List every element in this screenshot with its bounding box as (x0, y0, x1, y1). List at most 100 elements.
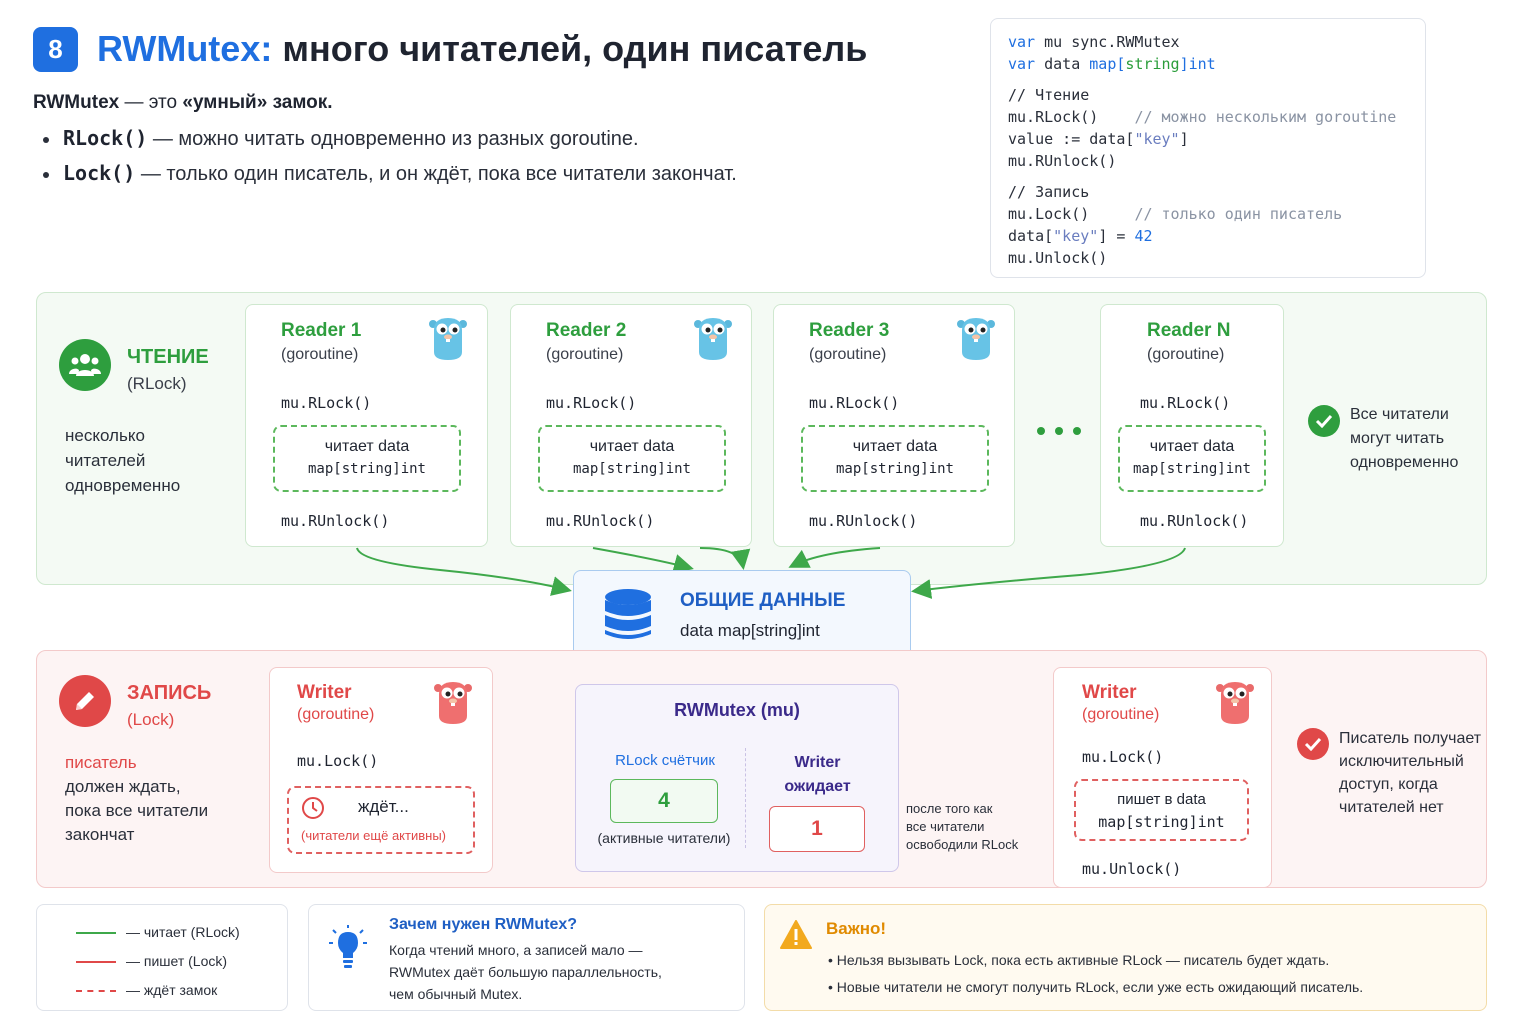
reader-runlock-call: mu.RUnlock() (546, 512, 655, 530)
reading-title: ЧТЕНИЕ (127, 346, 209, 368)
legend: — читает (RLock) — пишет (Lock) — ждёт з… (76, 918, 240, 1005)
title-accent: RWMutex: (97, 28, 273, 69)
reader-read-box: читает data map[string]int (273, 425, 461, 492)
read-op-line2: map[string]int (307, 461, 426, 477)
reader-rlock-call: mu.RLock() (1140, 394, 1231, 412)
read-op-line1: читает data (852, 438, 938, 455)
bullet-lock: Lock() — только один писатель, и он ждёт… (43, 161, 737, 186)
writer-subtitle: (goroutine) (297, 706, 375, 723)
reader-subtitle: (goroutine) (809, 346, 887, 363)
rlock-counter-subtitle: (активные читатели) (597, 830, 731, 846)
clock-icon (301, 796, 325, 825)
rlock-counter-label: RLock счётчик (615, 752, 715, 769)
why-text: Когда чтений много, а записей мало — RWM… (389, 942, 662, 1002)
intro-text: RWMutex — это «умный» замок. (33, 92, 333, 114)
reader-title: Reader 2 (546, 320, 627, 341)
reader-title: Reader N (1147, 320, 1231, 341)
reading-subtitle: (RLock) (127, 374, 187, 393)
writer-title: Writer (297, 682, 352, 703)
reader-read-box: читает data map[string]int (801, 425, 989, 492)
writing-description: писатель должен ждать, пока все читатели… (65, 753, 209, 844)
pencil-icon (59, 675, 111, 727)
gopher-icon (432, 678, 474, 731)
read-op-line1: читает data (324, 438, 410, 455)
writer-waiting-box (287, 786, 475, 854)
bullet-keyword: Lock() (63, 161, 136, 185)
users-icon (59, 339, 111, 391)
database-icon (603, 588, 653, 647)
legend-wait: — ждёт замок (76, 976, 240, 1005)
write-op-line1: пишет в data (1117, 791, 1206, 808)
code-line: mu.Lock() // только один писатель (1008, 205, 1343, 223)
shared-data-title: ОБЩИЕ ДАННЫЕ (680, 590, 846, 611)
read-op-line2: map[string]int (572, 461, 691, 477)
reader-subtitle: (goroutine) (546, 346, 624, 363)
writer-lock-call: mu.Lock() (1082, 748, 1164, 766)
important-title: Важно! (826, 919, 887, 938)
reader-title: Reader 1 (281, 320, 362, 341)
check-icon (1297, 728, 1329, 760)
important-box (764, 904, 1487, 1011)
gopher-icon (955, 314, 997, 367)
code-comment: // Запись (1008, 183, 1090, 201)
writer-subtitle: (goroutine) (1082, 706, 1160, 723)
bullet-text: — можно читать одновременно из разных go… (152, 128, 639, 150)
rwmutex-divider (745, 748, 746, 848)
why-box (308, 904, 745, 1011)
reader-rlock-call: mu.RLock() (281, 394, 372, 412)
intro-term: RWMutex (33, 92, 120, 113)
writer-lock-call: mu.Lock() (297, 752, 379, 770)
read-op-line2: map[string]int (835, 461, 954, 477)
shared-data-subtitle: data map[string]int (680, 621, 820, 640)
reader-runlock-call: mu.RUnlock() (281, 512, 390, 530)
reader-subtitle: (goroutine) (1147, 346, 1225, 363)
why-title: Зачем нужен RWMutex? (389, 916, 578, 933)
section-number-badge: 8 (33, 27, 78, 72)
bullet-keyword: RLock() (63, 126, 148, 150)
writer-title: Writer (1082, 682, 1137, 703)
bullet-text: — только один писатель, и он ждёт, пока … (140, 163, 737, 185)
writing-subtitle: (Lock) (127, 710, 175, 729)
write-op-line2: map[string]int (1098, 813, 1225, 831)
writer-write-box: пишет в data map[string]int (1074, 779, 1249, 841)
warning-icon (780, 920, 812, 955)
important-item: • Нельзя вызывать Lock, пока есть активн… (828, 952, 1330, 968)
lightbulb-icon (325, 925, 371, 976)
waiting-subtext: (читатели ещё активны) (301, 828, 446, 843)
gopher-icon (1214, 678, 1256, 731)
writing-note: Писатель получает исключительный доступ,… (1339, 730, 1482, 816)
legend-read: — читает (RLock) (76, 918, 240, 947)
important-list: • Нельзя вызывать Lock, пока есть активн… (828, 947, 1363, 1001)
code-line: mu.RUnlock() (1008, 152, 1117, 170)
rwmutex-title: RWMutex (mu) (674, 700, 800, 720)
writer-unlock-call: mu.Unlock() (1082, 860, 1182, 878)
important-item: • Новые читатели не смогут получить RLoc… (828, 979, 1364, 995)
intro-emphasis: «умный» замок. (182, 92, 333, 113)
gopher-icon (427, 314, 469, 367)
reader-subtitle: (goroutine) (281, 346, 359, 363)
reading-note: Все читатели могут читать одновременно (1350, 406, 1459, 471)
after-readers-text: после того как все читатели освободили R… (906, 801, 1019, 852)
page-title: RWMutex: много читателей, один писатель (97, 28, 867, 70)
reader-title: Reader 3 (809, 320, 890, 341)
writer-waiting-counter: 1 (769, 806, 865, 852)
gopher-icon (692, 314, 734, 367)
read-op-line1: читает data (589, 438, 675, 455)
reader-read-box: читает data map[string]int (538, 425, 726, 492)
check-icon (1308, 405, 1340, 437)
writer-waiting-label: Writer ожидает (784, 754, 851, 795)
reader-runlock-call: mu.RUnlock() (1140, 512, 1249, 530)
reading-description: несколько читателей одновременно (65, 426, 181, 495)
code-line: mu.RLock() // можно нескольким goroutine (1008, 108, 1397, 126)
title-rest: много читателей, один писатель (282, 28, 868, 69)
code-line: var data map[string]int (1008, 55, 1216, 73)
waiting-text: ждёт... (358, 797, 409, 816)
legend-write: — пишет (Lock) (76, 947, 240, 976)
code-line: value := data["key"] (1008, 130, 1189, 148)
intro-mid: — это (124, 92, 178, 113)
bullet-rlock: RLock() — можно читать одновременно из р… (43, 126, 639, 151)
rlock-counter-value: 4 (610, 779, 718, 823)
bullet-dot (43, 136, 49, 143)
code-comment: // Чтение (1008, 86, 1090, 104)
code-line: var mu sync.RWMutex (1008, 33, 1180, 51)
